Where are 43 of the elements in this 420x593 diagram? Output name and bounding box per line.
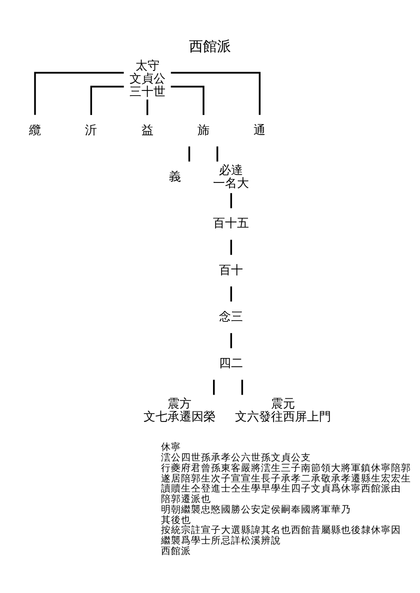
node-text: 旆 [198,122,210,136]
label: 行夔府君曾孫東客嚴將澐生三子南節領大將軍鎮休寧陪郭 [161,462,412,474]
node-label: 文七承遷因榮 [143,408,216,423]
node-text: 念三 [219,309,244,324]
label: 其後也 [161,514,192,526]
node-text: 纜 [29,122,42,136]
connector [34,71,124,114]
node-text: 百十五 [213,216,250,230]
node-text: 益 [141,122,154,136]
connector [230,239,232,254]
node-text: 震方 [167,396,192,410]
connector [230,332,232,348]
node-label: 一名大 [213,175,250,190]
label: 讀贖生仝登進士仝生學早學生四子文貞爲休寧西館派由 [161,483,402,494]
connector [146,99,148,115]
connector [170,85,204,114]
diagram-title: 西館派 [189,38,231,54]
label: 澐公四世孫承孝公六世孫文貞公支 [161,452,312,464]
node-text: 通 [254,122,266,136]
connector [216,146,218,162]
connector [90,85,124,114]
node-text: 震元 [271,396,296,410]
node-text: 必達 [219,162,244,177]
label: 明朝繼襲忠愍國勝公安定侯嗣奉國將軍華乃 [161,504,352,515]
node-text: 四二 [219,356,244,370]
label: 西館派 [161,545,192,556]
connector [230,286,232,302]
label: 遂居陪郭生次子宣宣生長子承孝二承敬承孝遷縣生宏宏生 [161,472,412,484]
connector [213,379,215,394]
connector [230,192,232,208]
label: 陪郭遷派也 [161,494,212,505]
label: 按統宗註宣子大選縣諱其名也西館昔屬縣也後隸休寧因 [161,524,402,536]
label: 繼襲爲學士所忌詳松溪辨說 [161,535,282,546]
connector [170,71,261,114]
node-text: 沂 [85,122,98,136]
node-text: 太守 文貞公 [129,58,166,85]
label: 休寧 [161,442,182,453]
connector [188,146,190,162]
node-label: 三十世 [129,84,166,98]
node-text: 百十 [219,262,244,276]
node-text: 義 [169,169,181,184]
node-label: 文六發往西屏上門 [235,408,332,423]
connector [241,379,244,394]
